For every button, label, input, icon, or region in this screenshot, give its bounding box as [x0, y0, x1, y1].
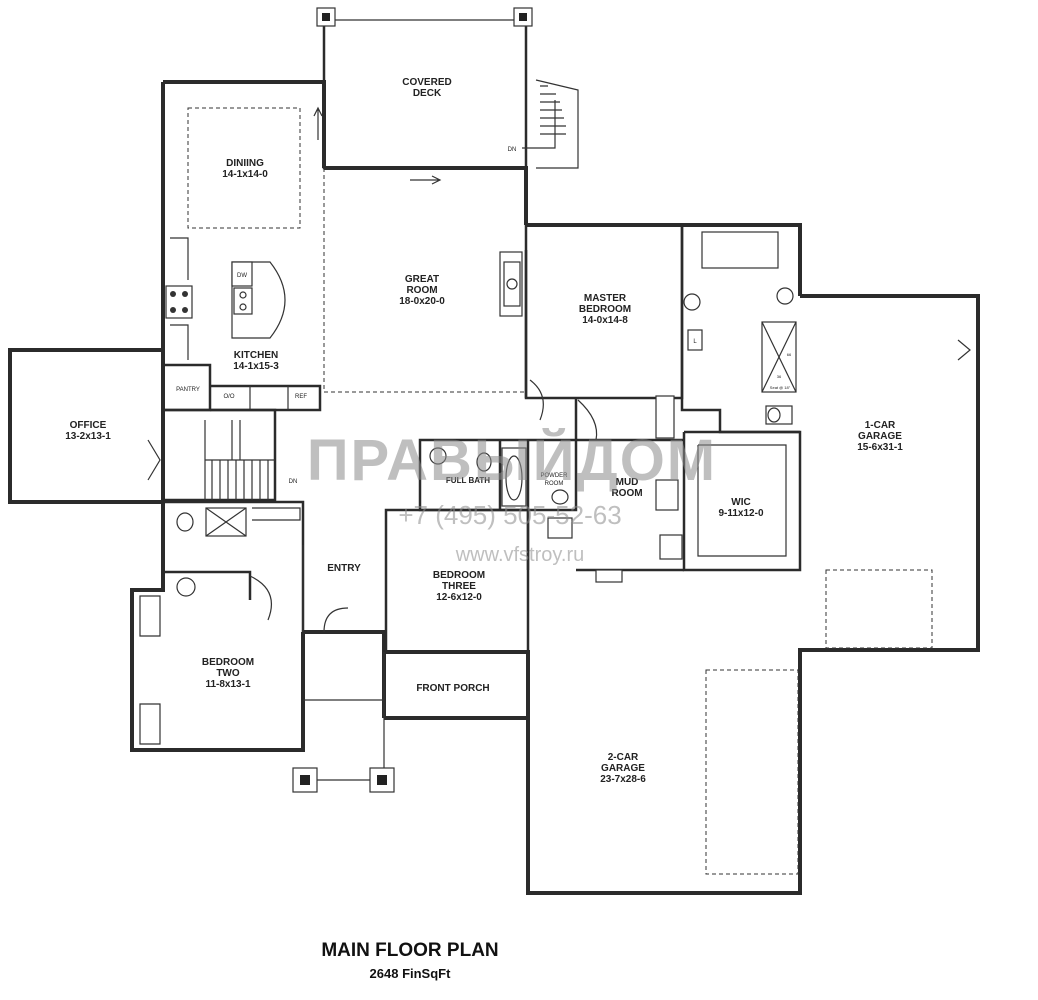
room-name: BEDROOM — [579, 304, 631, 315]
stair-down-label: DN — [289, 479, 298, 485]
room-name: THREE — [442, 581, 476, 592]
room-name: ENTRY — [327, 563, 361, 574]
room-wic: WIC 9-11x12-0 — [718, 497, 763, 519]
oven-label: O/O — [223, 394, 234, 400]
room-bedroom-three: BEDROOM THREE 12-6x12-0 — [433, 570, 485, 603]
room-size: 14-1x14-0 — [222, 169, 268, 180]
room-size: 14-0x14-8 — [582, 315, 628, 326]
room-2-car-garage: 2-CAR GARAGE 23-7x28-6 — [600, 752, 646, 785]
room-name: GREAT — [405, 274, 439, 285]
front-porch-area — [292, 652, 395, 793]
room-full-bath: FULL BATH — [446, 476, 490, 485]
laundry-label: L — [693, 339, 697, 345]
shower-width-label: 66 — [787, 352, 792, 357]
room-name: KITCHEN — [234, 350, 278, 361]
room-size: 14-1x15-3 — [233, 361, 279, 372]
room-kitchen: KITCHEN 14-1x15-3 — [233, 350, 279, 372]
room-size: 9-11x12-0 — [718, 508, 763, 519]
room-mud-room: MUD ROOM — [611, 477, 642, 499]
room-name: COVERED — [402, 77, 451, 88]
watermark: ПРАВЫЙДОМ +7 (495) 505-52-63 www.vfstroy… — [307, 428, 717, 566]
room-name: ROOM — [406, 285, 437, 296]
room-name: BEDROOM — [202, 657, 254, 668]
room-name: ROOM — [611, 488, 642, 499]
room-name: DINIING — [226, 158, 264, 169]
room-size: 13-2x13-1 — [65, 431, 111, 442]
room-bedroom-two: BEDROOM TWO 11-8x13-1 — [202, 657, 254, 690]
interior-walls — [139, 106, 971, 745]
covered-deck — [316, 7, 579, 170]
room-name: FRONT PORCH — [416, 683, 489, 694]
room-name: TWO — [216, 668, 240, 679]
room-name: ROOM — [545, 481, 564, 487]
shower-seat-label: Seat @ 18" — [770, 385, 791, 390]
room-entry: ENTRY — [327, 563, 361, 574]
room-covered-deck: COVERED DECK — [402, 77, 451, 99]
room-name: DECK — [413, 88, 442, 99]
room-master-bedroom: MASTER BEDROOM 14-0x14-8 — [579, 293, 631, 326]
room-name: OFFICE — [70, 420, 107, 431]
room-size: 18-0x20-0 — [399, 296, 445, 307]
room-name: 2-CAR — [608, 752, 639, 763]
plan-title: MAIN FLOOR PLAN — [321, 940, 499, 961]
room-1-car-garage: 1-CAR GARAGE 15-6x31-1 — [857, 420, 903, 453]
room-powder-room: POWDER ROOM — [541, 473, 569, 487]
room-name: FULL BATH — [446, 476, 490, 485]
room-size: 23-7x28-6 — [600, 774, 646, 785]
refrigerator-label: REF — [295, 394, 307, 400]
room-name: BEDROOM — [433, 570, 485, 581]
room-name: MUD — [616, 477, 639, 488]
plan-area: 2648 FinSqFt — [369, 966, 451, 981]
room-size: 12-6x12-0 — [436, 592, 482, 603]
room-front-porch: FRONT PORCH — [416, 683, 489, 694]
shower-depth-label: 36 — [777, 374, 782, 379]
room-office: OFFICE 13-2x13-1 — [65, 420, 111, 442]
room-size: 11-8x13-1 — [205, 679, 250, 690]
garage-bays — [705, 569, 933, 875]
dishwasher-label: DW — [237, 273, 247, 279]
watermark-logo: ПРАВЫЙДОМ — [307, 428, 717, 493]
room-name: POWDER — [541, 473, 569, 479]
pantry-label: PANTRY — [176, 387, 200, 393]
room-name: WIC — [731, 497, 750, 508]
room-name: GARAGE — [601, 763, 645, 774]
watermark-url: www.vfstroy.ru — [455, 544, 585, 566]
room-great-room: GREAT ROOM 18-0x20-0 — [399, 274, 445, 307]
room-dining: DINIING 14-1x14-0 — [222, 158, 268, 180]
watermark-phone: +7 (495) 505-52-63 — [398, 500, 621, 530]
room-name: GARAGE — [858, 431, 902, 442]
room-name: MASTER — [584, 293, 627, 304]
room-size: 15-6x31-1 — [857, 442, 903, 453]
exterior-walls — [8, 80, 980, 895]
room-name: 1-CAR — [865, 420, 896, 431]
deck-stair-down-label: DN — [508, 147, 517, 153]
